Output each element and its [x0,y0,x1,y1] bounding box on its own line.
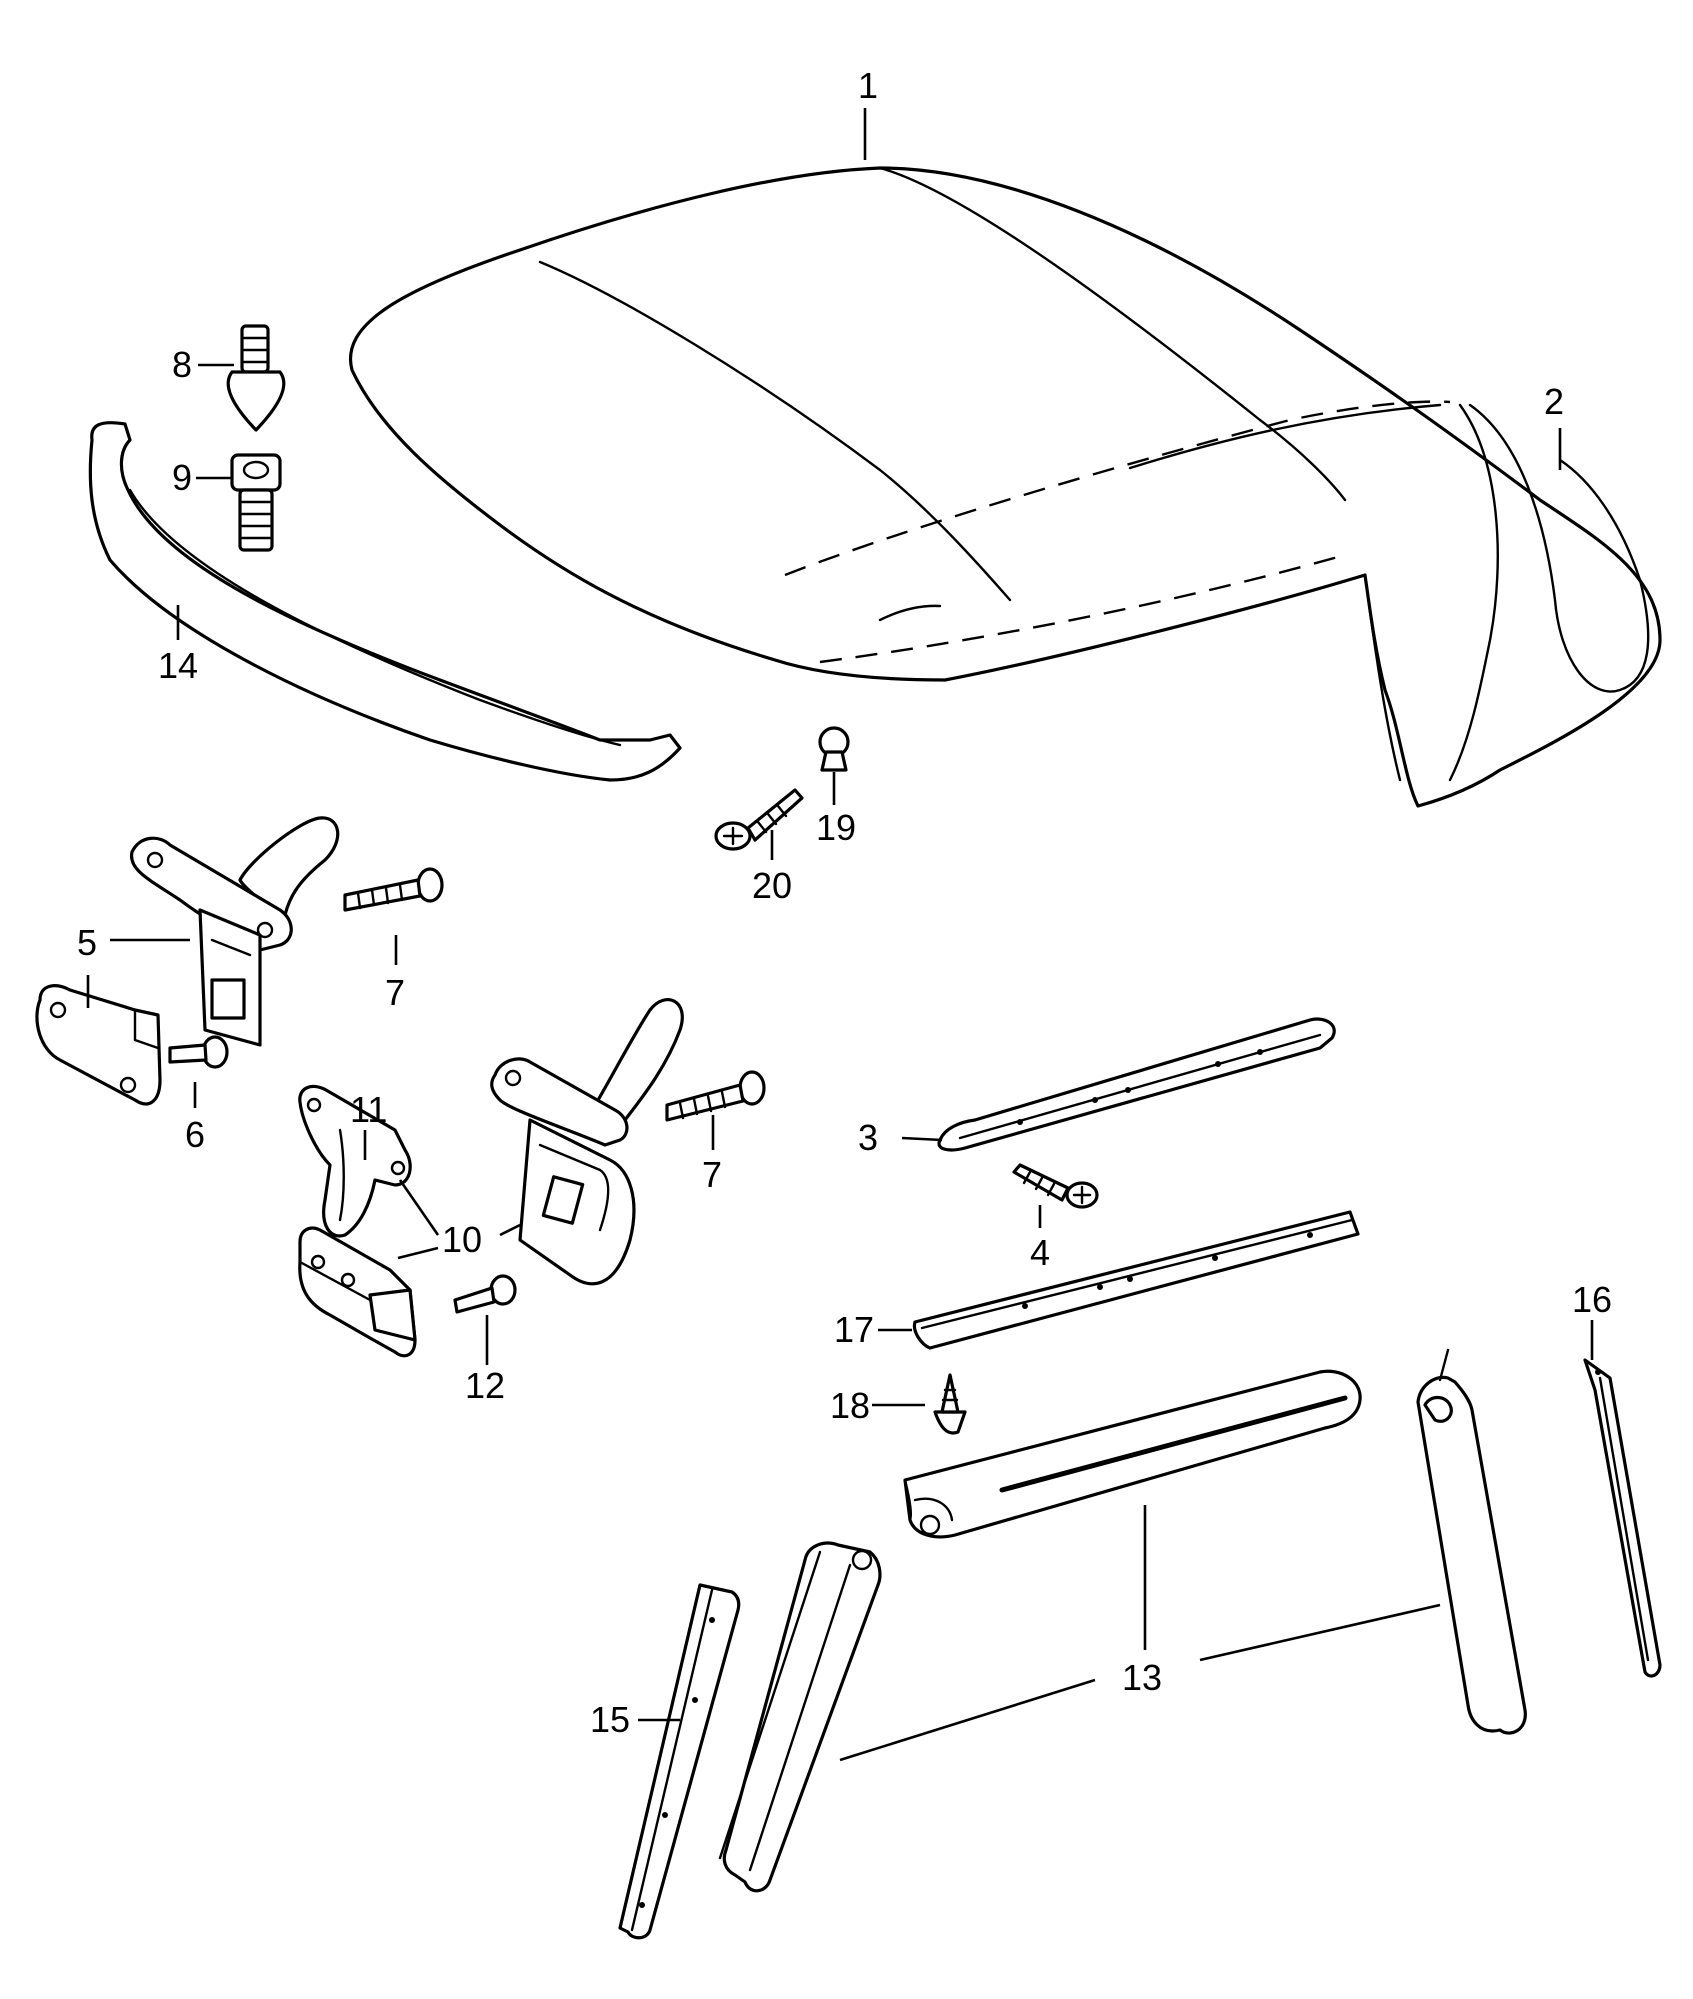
callout-4: 4 [1030,1232,1050,1273]
callout-20: 20 [752,865,792,906]
callout-5: 5 [77,922,97,963]
callout-8: 8 [172,344,192,385]
cap-button [818,726,850,772]
callout-14: 14 [158,645,198,686]
hardtop-shell [348,166,1662,808]
screw-12 [453,1274,517,1314]
callout-6: 6 [185,1114,205,1155]
seal-vertical-left-13 [718,1541,882,1893]
callout-12: 12 [465,1365,505,1406]
small-screw-6 [168,1035,229,1069]
callout-3: 3 [858,1117,878,1158]
narrow-rail-15 [618,1583,741,1940]
tapping-screw-20 [714,788,804,851]
callout-18: 18 [830,1385,870,1426]
flat-rail-17 [912,1210,1360,1350]
callout-7b: 7 [702,1154,722,1195]
callout-15: 15 [590,1699,630,1740]
channel-strip-3 [937,1017,1336,1152]
callout-9: 9 [172,457,192,498]
lock-assembly-upper [130,816,340,1047]
callout-11: 11 [350,1089,387,1130]
seal-vertical-right-13 [1416,1348,1527,1735]
callout-10: 10 [442,1219,482,1260]
latch-base-10 [298,1226,417,1358]
bracket-11 [298,1084,412,1238]
callout-16: 16 [1572,1279,1612,1320]
lock-plate [35,984,162,1106]
narrow-rail-16 [1583,1358,1662,1678]
screw-4 [1012,1163,1099,1209]
lock-assembly-center [490,998,684,1286]
callout-19: 19 [816,807,856,848]
front-seal-strip [88,421,682,782]
callout-17: 17 [834,1309,874,1350]
long-bolt-upper [343,867,444,912]
callout-13: 13 [1122,1657,1162,1698]
leader-lines [86,108,1594,1762]
plug-pin [226,324,286,432]
callout-7a: 7 [385,972,405,1013]
callout-2: 2 [1544,381,1564,422]
seal-horizontal-13 [903,1369,1362,1539]
callout-1: 1 [858,65,878,106]
callout-labels: 1 2 3 4 5 6 7 7 8 9 10 11 12 13 14 15 16… [77,65,1612,1740]
screw-18 [933,1373,967,1435]
long-bolt-lower [665,1070,766,1122]
threaded-sleeve [230,453,282,552]
